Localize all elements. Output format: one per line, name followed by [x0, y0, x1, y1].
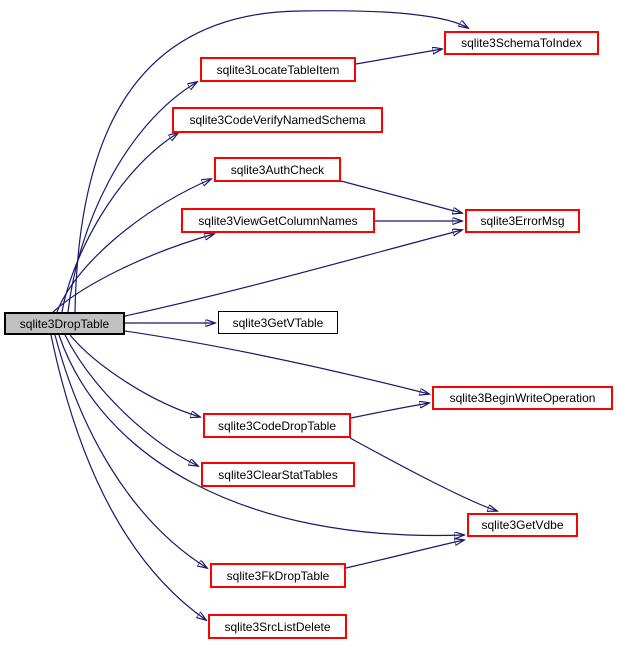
node-sqlite3ViewGetColumnNames[interactable]: sqlite3ViewGetColumnNames — [181, 208, 375, 233]
edge-authCheck-to-errorMsg — [340, 180, 462, 213]
edge-dropTable-to-authCheck — [56, 179, 211, 313]
edge-dropTable-to-getVdbe — [58, 334, 464, 536]
node-sqlite3CodeDropTable[interactable]: sqlite3CodeDropTable — [203, 413, 351, 438]
node-sqlite3SchemaToIndex[interactable]: sqlite3SchemaToIndex — [444, 31, 599, 55]
node-sqlite3SrcListDelete[interactable]: sqlite3SrcListDelete — [208, 614, 347, 639]
edge-dropTable-to-viewGetColumnNames — [52, 234, 214, 313]
node-sqlite3BeginWriteOperation[interactable]: sqlite3BeginWriteOperation — [432, 386, 613, 410]
node-sqlite3FkDropTable[interactable]: sqlite3FkDropTable — [210, 563, 346, 588]
edge-locateTableItem-to-schemaToIndex — [355, 49, 442, 65]
edge-dropTable-to-fkDropTable — [54, 334, 207, 568]
node-sqlite3ClearStatTables[interactable]: sqlite3ClearStatTables — [201, 462, 355, 487]
edge-dropTable-to-codeVerifyNamedSchema — [61, 133, 178, 313]
node-sqlite3CodeVerifyNamedSchema[interactable]: sqlite3CodeVerifyNamedSchema — [172, 107, 383, 133]
edge-fkDropTable-to-getVdbe — [345, 540, 464, 569]
node-sqlite3GetVTable[interactable]: sqlite3GetVTable — [218, 311, 338, 334]
edge-dropTable-to-srcListDelete — [50, 334, 206, 620]
node-sqlite3DropTable: sqlite3DropTable — [4, 312, 125, 335]
edge-dropTable-to-locateTableItem — [67, 82, 197, 313]
edge-dropTable-to-errorMsg — [124, 230, 462, 317]
node-sqlite3AuthCheck[interactable]: sqlite3AuthCheck — [214, 157, 341, 182]
edge-dropTable-to-beginWriteOperation — [124, 330, 429, 394]
node-sqlite3LocateTableItem[interactable]: sqlite3LocateTableItem — [200, 57, 356, 82]
edge-dropTable-to-schemaToIndex — [74, 10, 468, 313]
edge-codeDropTable-to-getVdbe — [349, 437, 497, 511]
edge-dropTable-to-clearStatTables — [64, 334, 198, 466]
edge-dropTable-to-codeDropTable — [69, 334, 200, 417]
edge-codeDropTable-to-beginWriteOperation — [350, 403, 429, 419]
node-sqlite3GetVdbe[interactable]: sqlite3GetVdbe — [467, 513, 578, 537]
node-sqlite3ErrorMsg[interactable]: sqlite3ErrorMsg — [465, 209, 580, 233]
